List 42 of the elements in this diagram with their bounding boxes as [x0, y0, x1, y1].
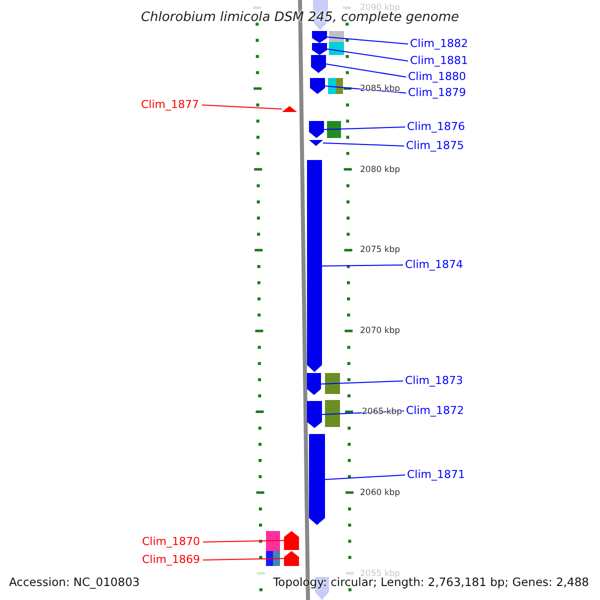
genome-summary: Topology: circular; Length: 2,763,181 bp; Genes: 2,488 [273, 577, 589, 588]
gene-feature [284, 551, 299, 566]
leader-line [322, 142, 404, 146]
gene-label: Clim_1869 [142, 554, 200, 565]
leader-line [322, 264, 404, 266]
gene-feature [284, 531, 299, 550]
gene-feature [310, 78, 325, 94]
gene-label: Clim_1877 [140, 99, 199, 110]
gene-label: Clim_1870 [142, 536, 200, 547]
gene-label: Clim_1872 [406, 405, 464, 416]
gene-feature [312, 43, 327, 55]
gene-feature [309, 121, 324, 138]
gene-label: Clim_1882 [410, 38, 468, 49]
gene-label: Clim_1871 [407, 469, 466, 480]
leader-line [202, 540, 284, 542]
leader-line [202, 558, 284, 560]
gene-label: Clim_1875 [406, 140, 464, 151]
scale-label: 2075 kbp [360, 246, 400, 255]
scale-label: 2060 kbp [360, 488, 400, 498]
gene-feature [309, 140, 323, 146]
scale-label: 2080 kbp [360, 166, 400, 174]
gene-label: Clim_1874 [405, 259, 464, 270]
accession-note: Accession: NC_010803 [9, 577, 140, 588]
leader-line [320, 380, 404, 384]
gene-label: Clim_1873 [405, 375, 464, 386]
gene-feature [282, 106, 297, 112]
gene-label: Clim_1876 [407, 121, 466, 132]
gene-feature [311, 55, 326, 73]
gene-label: Clim_1880 [408, 71, 466, 82]
leader-line [324, 126, 406, 130]
gene-feature [307, 373, 321, 395]
leader-line [326, 64, 406, 78]
scale-label: 2070 kbp [360, 327, 400, 336]
leader-line [326, 36, 408, 44]
gene-label: Clim_1879 [408, 87, 466, 98]
gene-label: Clim_1881 [410, 55, 468, 66]
gene-feature [307, 401, 322, 428]
leader-line [326, 48, 408, 62]
diagram-title: Chlorobium limicola DSM 245, complete genome [140, 11, 460, 24]
leader-line [324, 474, 406, 480]
leader-line [202, 104, 282, 110]
gene-feature [309, 434, 325, 525]
